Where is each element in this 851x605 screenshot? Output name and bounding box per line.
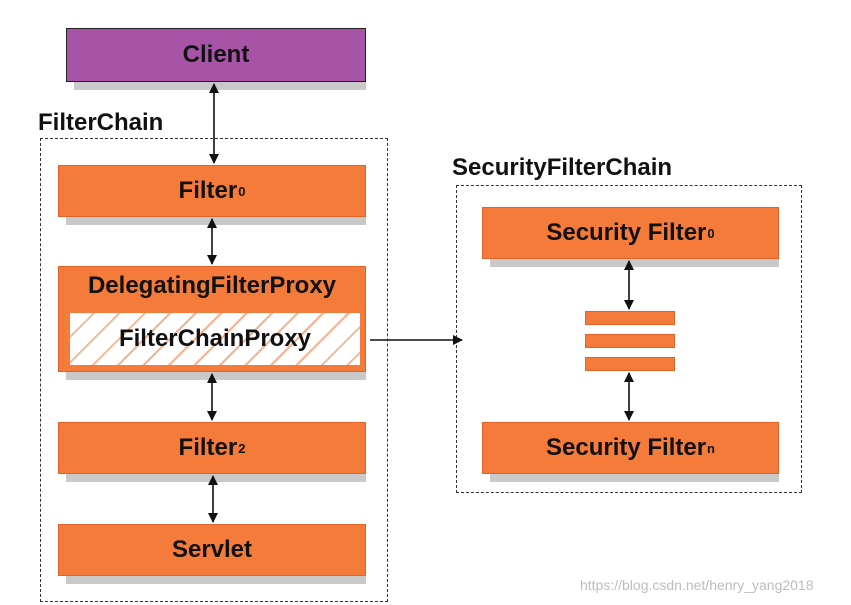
filter-chain-proxy-box: FilterChainProxy	[69, 312, 361, 366]
filter2-label: Filter	[178, 434, 238, 461]
delegating-filter-proxy-label: DelegatingFilterProxy	[87, 272, 337, 299]
servlet-box: Servlet	[58, 524, 366, 576]
watermark-url: https://blog.csdn.net/henry_yang2018	[580, 577, 814, 593]
stacked-filter-bar	[585, 357, 675, 371]
servlet-label: Servlet	[171, 536, 253, 563]
filter0-subscript: 0	[238, 183, 246, 199]
filter0-label: Filter	[178, 177, 238, 204]
security-filter0-label: Security Filter	[546, 219, 707, 246]
security-filtern-label: Security Filter	[545, 434, 707, 461]
stacked-filter-bar	[585, 334, 675, 348]
stacked-filter-bar	[585, 311, 675, 325]
client-box: Client	[66, 28, 366, 82]
client-label: Client	[182, 41, 250, 68]
securityfilterchain-title: SecurityFilterChain	[452, 154, 673, 181]
security-filter0-subscript: 0	[707, 225, 715, 241]
security-filtern-subscript: n	[707, 440, 715, 456]
filter-chain-proxy-label: FilterChainProxy	[118, 325, 312, 352]
filterchain-title: FilterChain	[38, 109, 164, 136]
filter2-subscript: 2	[238, 440, 246, 456]
